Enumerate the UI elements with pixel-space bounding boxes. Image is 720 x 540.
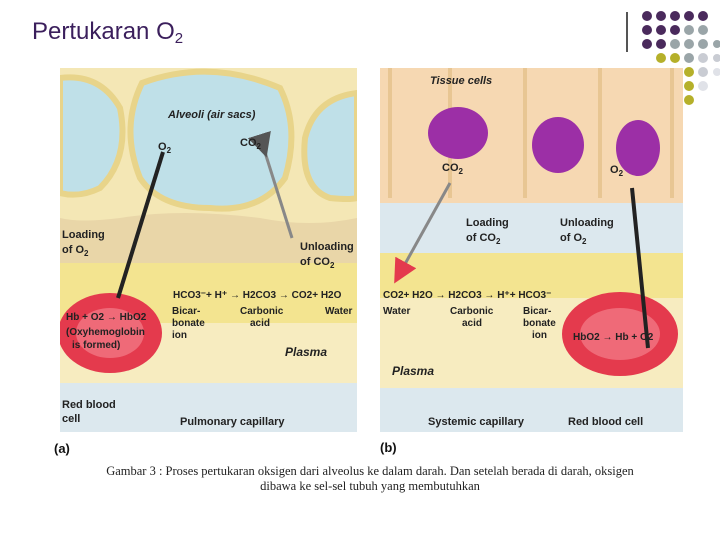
plasma-label: Plasma bbox=[392, 364, 434, 378]
pulmonary-exchange-diagram: Alveoli (air sacs) O2 CO2 Loading of O2 … bbox=[60, 68, 357, 432]
caption-line-1: Gambar 3 : Proses pertukaran oksigen dar… bbox=[60, 464, 680, 479]
panel-b-label: (b) bbox=[380, 440, 397, 455]
rbc-equation: Hb + O2 → HbO2 bbox=[66, 312, 147, 323]
caption-line-2: dibawa ke sel-sel tubuh yang membutuhkan bbox=[60, 479, 680, 494]
water-label: Water bbox=[383, 306, 411, 317]
loading-label: Loading bbox=[466, 217, 509, 229]
pulmonary-capillary-label: Pulmonary capillary bbox=[180, 416, 285, 428]
unloading-label: Unloading bbox=[300, 241, 354, 253]
loading-label: Loading bbox=[62, 229, 105, 241]
water-label: Water bbox=[325, 306, 353, 317]
reaction-equation: HCO3⁻+ H⁺ → H2CO3 → CO2+ H2O bbox=[173, 290, 342, 301]
page-title: Pertukaran O2 bbox=[32, 18, 183, 47]
loading-label-line2: of CO2 bbox=[466, 232, 501, 246]
tissue-cells-label: Tissue cells bbox=[430, 75, 492, 87]
alveoli-label: Alveoli (air sacs) bbox=[167, 109, 256, 121]
title-divider bbox=[626, 12, 628, 52]
red-blood-cell-label: Red blood cell bbox=[568, 416, 643, 428]
reaction-equation: CO2+ H2O → H2CO3 → H⁺+ HCO3⁻ bbox=[383, 290, 551, 301]
systemic-capillary-label: Systemic capillary bbox=[428, 416, 525, 428]
plasma-label: Plasma bbox=[285, 345, 327, 359]
rbc-equation: HbO2 → Hb + O2 bbox=[573, 332, 654, 343]
figure-caption: Gambar 3 : Proses pertukaran oksigen dar… bbox=[60, 464, 680, 494]
systemic-exchange-diagram: Tissue cells CO2 O2 Loading of CO2 Unloa… bbox=[380, 68, 683, 432]
unloading-label: Unloading bbox=[560, 217, 614, 229]
panel-a-label: (a) bbox=[54, 441, 70, 456]
unloading-label-line2: of CO2 bbox=[300, 256, 335, 270]
